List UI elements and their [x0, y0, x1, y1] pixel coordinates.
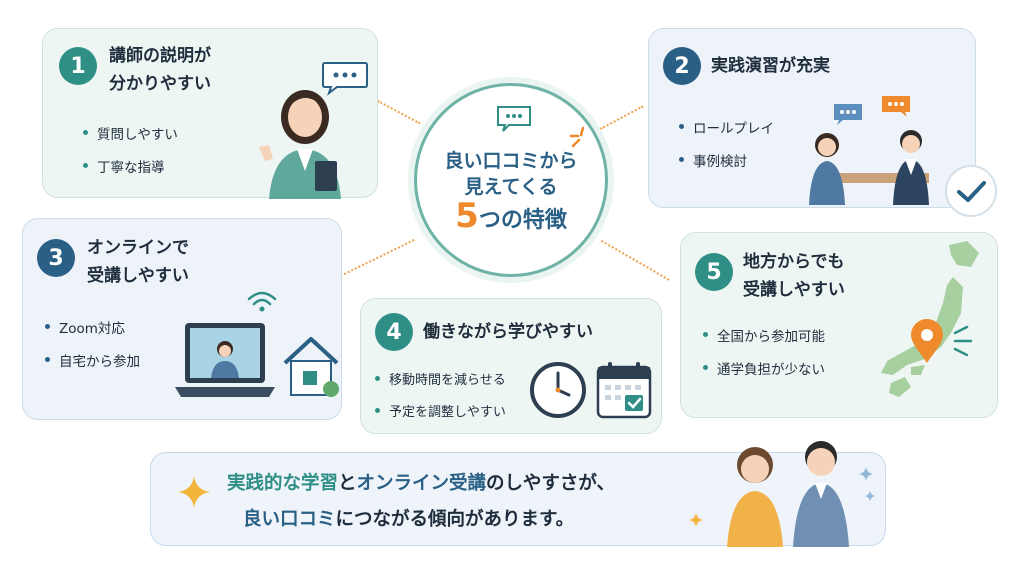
- summary-line-1: 実践的な学習とオンライン受講のしやすさが、: [227, 469, 615, 495]
- center-circle: 良い口コミから 見えてくる 5つの特徴: [414, 83, 608, 277]
- bullet: 予定を調整しやすい: [373, 401, 506, 420]
- house-icon: [283, 337, 339, 397]
- sparkle-icon: [859, 467, 873, 481]
- center-line-2: 見えてくる: [464, 176, 558, 198]
- feature-title-2-line1: 実践演習が充実: [711, 56, 830, 76]
- bullet: 全国から参加可能: [701, 325, 825, 345]
- summary-banner: 実践的な学習とオンライン受講のしやすさが、 良い口コミにつながる傾向があります。: [150, 441, 886, 547]
- checkmark-icon: [945, 165, 997, 217]
- bullet: 事例検討: [677, 150, 774, 170]
- feature-card-1: 1 講師の説明が 分かりやすい 質問しやすい 丁寧な指導: [42, 28, 378, 199]
- feature-bullets-5: 全国から参加可能 通学負担が少ない: [701, 325, 825, 391]
- summary-text: のしやすさが、: [486, 473, 615, 494]
- summary-highlight-online: オンライン受講: [356, 473, 487, 494]
- bullet: 通学負担が少ない: [701, 358, 825, 378]
- connector-2: [600, 105, 644, 130]
- wifi-icon: [247, 291, 277, 312]
- summary-highlight-practice: 実践的な学習: [227, 473, 339, 494]
- feature-title-1-line1: 講師の説明が: [109, 46, 211, 66]
- feature-number-3: 3: [37, 239, 75, 277]
- sparkle-lines-icon: [569, 126, 585, 148]
- feature-title-1-line2: 分かりやすい: [109, 74, 211, 94]
- speech-bubble-icon: [834, 104, 862, 125]
- feature-number-5: 5: [695, 253, 733, 291]
- feature-card-3: 3 オンラインで 受講しやすい Zoom対応 自宅から参加: [22, 218, 342, 420]
- calendar-icon: [596, 362, 652, 419]
- feature-card-2: 2 実践演習が充実 ロールプレイ 事例検討: [648, 28, 976, 208]
- signal-lines-icon: [953, 325, 973, 357]
- center-line-3: 5つの特徴: [417, 196, 605, 236]
- bullet: 移動時間を減らせる: [373, 369, 506, 388]
- feature-number-1: 1: [59, 47, 97, 85]
- laptop-icon: [175, 323, 275, 397]
- sparkle-icon: [689, 513, 703, 527]
- teacher-illustration: [259, 90, 341, 199]
- feature-title-5-line2: 受講しやすい: [743, 280, 845, 300]
- summary-text: と: [338, 473, 357, 494]
- connector-1: [377, 100, 421, 125]
- summary-highlight-reviews: 良い口コミ: [243, 509, 336, 530]
- speech-bubble-icon: [882, 96, 910, 117]
- couple-illustration: [727, 441, 849, 547]
- sparkle-icon: [178, 476, 210, 508]
- feature-card-5: 5 地方からでも 受講しやすい 全国から参加可能 通学負担が少ない: [680, 232, 998, 418]
- connector-4: [601, 240, 670, 281]
- feature-card-4: 4 働きながら学びやすい 移動時間を減らせる 予定を調整しやすい: [360, 298, 662, 434]
- speech-bubble-icon: [322, 62, 368, 96]
- feature-bullets-4: 移動時間を減らせる 予定を調整しやすい: [373, 369, 506, 433]
- center-number: 5: [455, 196, 479, 236]
- feature-bullets-1: 質問しやすい 丁寧な指導: [81, 123, 178, 189]
- feature-bullets-2: ロールプレイ 事例検討: [677, 117, 774, 183]
- bullet: Zoom対応: [43, 317, 140, 337]
- feature-title-3-line1: オンラインで: [87, 238, 189, 258]
- discussion-illustration: [809, 130, 929, 205]
- feature-number-4: 4: [375, 313, 413, 351]
- feature-title-3-line2: 受講しやすい: [87, 266, 189, 286]
- center-line-1: 良い口コミから: [444, 150, 578, 172]
- bullet: 自宅から参加: [43, 350, 140, 370]
- summary-text: につながる傾向があります。: [335, 509, 575, 530]
- bullet: 丁寧な指導: [81, 156, 178, 176]
- summary-line-2: 良い口コミにつながる傾向があります。: [243, 505, 574, 531]
- sparkle-icon: [865, 491, 875, 501]
- feature-bullets-3: Zoom対応 自宅から参加: [43, 317, 140, 383]
- feature-title-4-line1: 働きながら学びやすい: [423, 322, 593, 342]
- clock-icon: [530, 362, 586, 418]
- bullet: 質問しやすい: [81, 123, 178, 143]
- feature-title-5-line1: 地方からでも: [743, 252, 845, 272]
- speech-bubble-icon: [497, 106, 531, 132]
- bullet: ロールプレイ: [677, 117, 774, 137]
- center-line-3-text: つの特徴: [478, 208, 567, 233]
- connector-3: [340, 239, 415, 277]
- feature-number-2: 2: [663, 47, 701, 85]
- map-pin-icon: [911, 319, 943, 363]
